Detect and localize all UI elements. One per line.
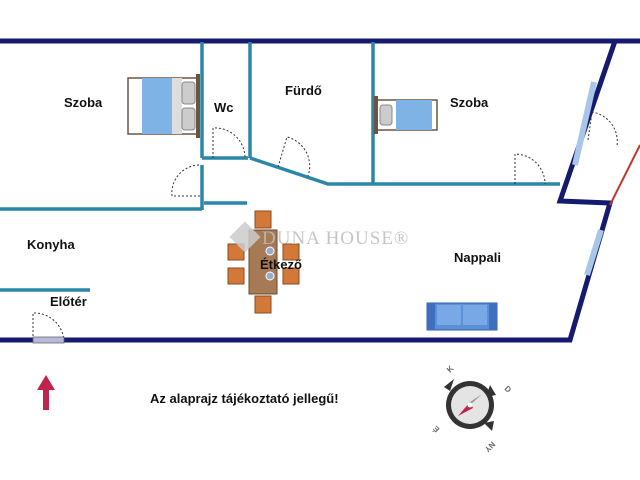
entrance-arrow-icon bbox=[37, 375, 55, 410]
room-label-konyha: Konyha bbox=[27, 237, 75, 252]
room-label-szoba-left: Szoba bbox=[64, 95, 103, 110]
room-label-szoba-right: Szoba bbox=[450, 95, 489, 110]
balcony-line bbox=[609, 144, 640, 206]
inner-walls bbox=[0, 42, 560, 292]
room-label-furdo: Fürdő bbox=[285, 83, 322, 98]
double-bed bbox=[127, 74, 200, 138]
doors bbox=[32, 111, 618, 344]
compass-label-n: K bbox=[445, 364, 456, 375]
room-label-etkezo: Étkező bbox=[260, 257, 302, 272]
compass-label-w: É bbox=[431, 423, 442, 434]
compass-icon: K D NY É bbox=[431, 364, 513, 454]
duna-house-watermark: DUNA HOUSE® bbox=[229, 221, 409, 253]
windows bbox=[572, 81, 640, 276]
room-label-wc: Wc bbox=[214, 100, 234, 115]
watermark-text: DUNA HOUSE® bbox=[262, 228, 409, 249]
room-label-nappali: Nappali bbox=[454, 250, 501, 265]
disclaimer-note: Az alaprajz tájékoztató jellegű! bbox=[150, 391, 339, 406]
dining-table bbox=[227, 210, 300, 314]
compass-label-e: D bbox=[503, 384, 514, 395]
room-label-eloter: Előtér bbox=[50, 294, 87, 309]
entrance-door bbox=[32, 336, 65, 344]
single-bed bbox=[374, 96, 438, 134]
sofa bbox=[426, 302, 498, 331]
compass-label-s: NY bbox=[482, 440, 497, 455]
